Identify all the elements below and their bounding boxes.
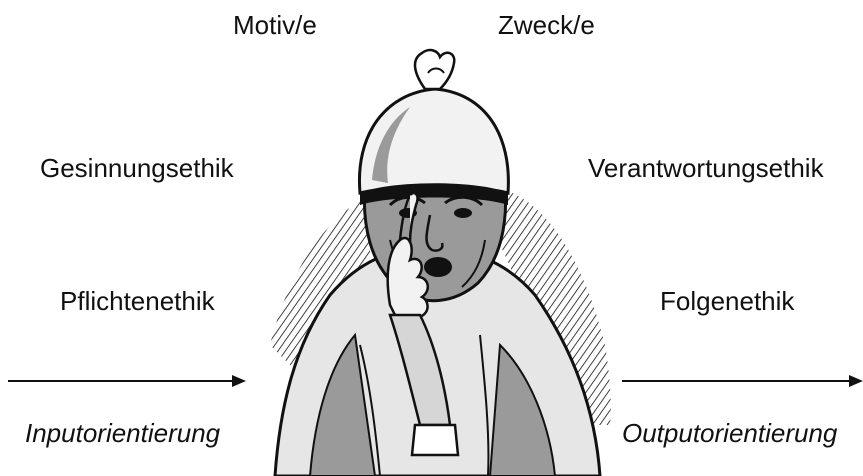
label-folgenethik: Folgenethik: [660, 288, 794, 314]
right-eye: [454, 208, 472, 218]
label-gesinnungsethik: Gesinnungsethik: [40, 155, 234, 181]
label-purpose: Zweck/e: [498, 12, 595, 38]
label-motive: Motiv/e: [233, 12, 317, 38]
cuff: [412, 425, 458, 455]
left-arrow: [8, 374, 246, 388]
label-verantwortungsethik: Verantwortungsethik: [588, 155, 824, 181]
label-pflichtenethik: Pflichtenethik: [60, 288, 215, 314]
label-inputorientierung: Inputorientierung: [25, 420, 220, 446]
right-arrow: [622, 374, 863, 388]
label-outputorientierung: Outputorientierung: [622, 420, 837, 446]
mouth: [424, 257, 452, 277]
thinker-figure-illustration: [250, 45, 620, 476]
